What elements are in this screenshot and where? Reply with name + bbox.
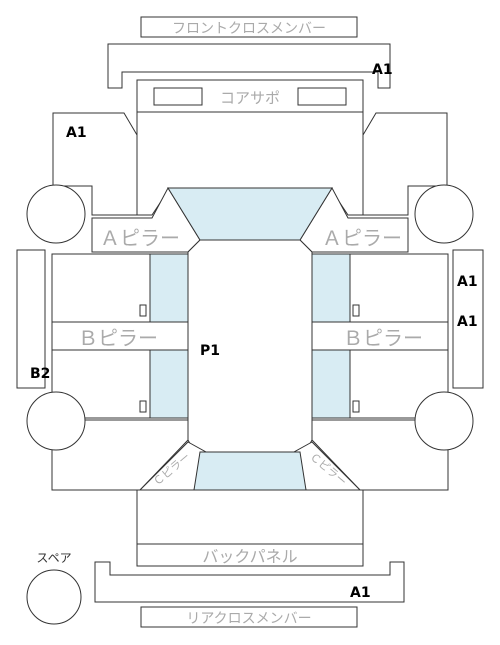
b-pillar-right[interactable] xyxy=(311,321,449,351)
left-side-sill[interactable] xyxy=(16,249,46,389)
spare-label: スペア xyxy=(36,551,71,565)
left-front-window[interactable] xyxy=(149,253,189,323)
front-right-wheel[interactable] xyxy=(414,184,474,244)
left-rear-quarter-code: B2 xyxy=(30,366,50,382)
roof-code: P1 xyxy=(200,343,220,359)
rear-cross-member-label: リアクロスメンバー xyxy=(186,611,311,627)
front-member[interactable] xyxy=(107,43,391,89)
right-door-upper-code: A1 xyxy=(457,274,478,290)
b-pillar-left-label: Ｂピラー xyxy=(78,326,158,350)
right-front-window[interactable] xyxy=(311,253,351,323)
rear-right-wheel[interactable] xyxy=(414,391,474,451)
left-rear-window[interactable] xyxy=(149,349,189,419)
front-cross-member-label: フロントクロスメンバー xyxy=(172,21,326,37)
left-front-door-handle xyxy=(139,304,147,317)
a-pillar-left-label: Ａピラー xyxy=(100,226,180,250)
front-member-code: A1 xyxy=(372,62,393,78)
rear-cross-member-box[interactable] xyxy=(140,606,358,628)
right-side-sill[interactable] xyxy=(452,249,484,389)
right-rear-door-handle xyxy=(352,400,360,413)
rear-member[interactable] xyxy=(94,561,405,603)
rear-member-code: A1 xyxy=(350,585,371,601)
spare-tire[interactable] xyxy=(26,569,82,625)
b-pillar-right-label: Ｂピラー xyxy=(343,326,423,350)
core-support-label: コアサポ xyxy=(220,89,280,107)
front-cross-member-box[interactable] xyxy=(140,16,358,38)
rear-left-wheel[interactable] xyxy=(26,391,86,451)
back-panel[interactable] xyxy=(136,543,364,567)
right-front-door-handle xyxy=(352,304,360,317)
headlight-left xyxy=(153,87,203,106)
right-door-lower-code: A1 xyxy=(457,314,478,330)
front-left-wheel[interactable] xyxy=(26,184,86,244)
left-rear-door-handle xyxy=(139,400,147,413)
b-pillar-left[interactable] xyxy=(51,321,189,351)
trunk[interactable] xyxy=(136,489,364,545)
right-rear-window[interactable] xyxy=(311,349,351,419)
back-panel-label: バックパネル xyxy=(202,547,297,566)
left-front-fender-code: A1 xyxy=(66,125,87,141)
headlight-right xyxy=(297,87,347,106)
a-pillar-right-label: Ａピラー xyxy=(322,226,402,250)
left-rear-quarter[interactable] xyxy=(51,419,189,491)
rear-window[interactable] xyxy=(193,451,307,491)
right-rear-quarter[interactable] xyxy=(311,419,449,491)
